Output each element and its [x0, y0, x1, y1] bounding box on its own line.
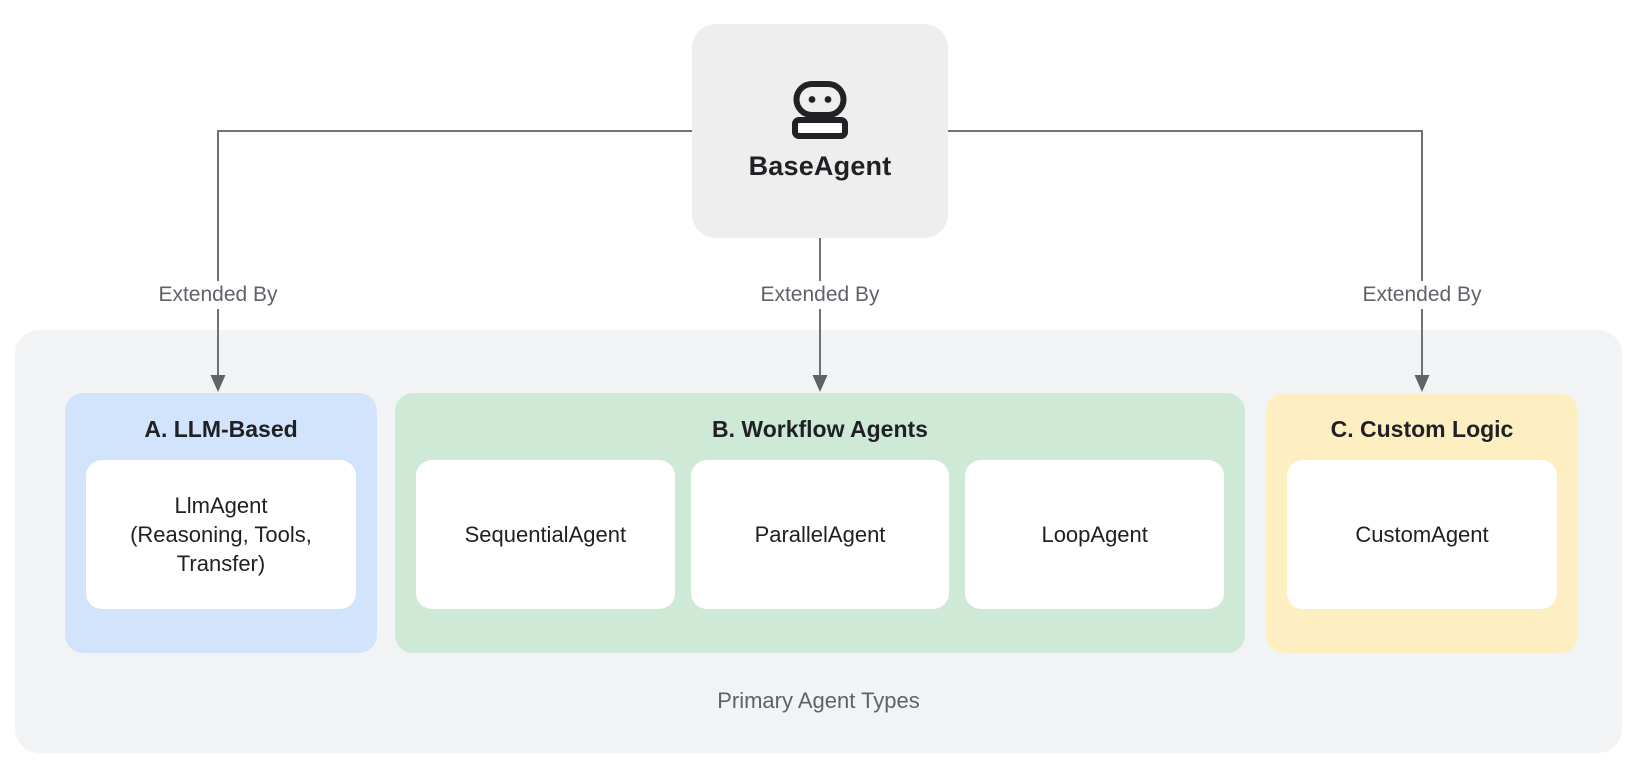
custom-agent-card: CustomAgent [1287, 460, 1557, 609]
edge-label-left: Extended By [148, 281, 288, 309]
group-llm-based-cards: LlmAgent (Reasoning, Tools, Transfer) [86, 460, 356, 609]
group-workflow-agents: B. Workflow Agents SequentialAgent Paral… [395, 393, 1245, 653]
primary-agent-types-panel: A. LLM-Based LlmAgent (Reasoning, Tools,… [15, 330, 1622, 753]
group-custom-logic-cards: CustomAgent [1287, 460, 1557, 609]
group-workflow-agents-cards: SequentialAgent ParallelAgent LoopAgent [416, 460, 1225, 609]
group-llm-based: A. LLM-Based LlmAgent (Reasoning, Tools,… [65, 393, 377, 653]
sequential-agent-card: SequentialAgent [416, 460, 675, 609]
base-agent-node: BaseAgent [692, 24, 948, 238]
panel-caption: Primary Agent Types [717, 688, 920, 713]
group-custom-logic-title: C. Custom Logic [1330, 416, 1514, 442]
group-llm-based-title: A. LLM-Based [144, 416, 298, 442]
robot-icon [792, 80, 848, 139]
edge-label-middle: Extended By [750, 281, 890, 309]
group-custom-logic: C. Custom Logic CustomAgent [1266, 393, 1578, 653]
llm-agent-card: LlmAgent (Reasoning, Tools, Transfer) [86, 460, 356, 609]
edge-label-right: Extended By [1352, 281, 1492, 309]
parallel-agent-card: ParallelAgent [690, 460, 950, 609]
loop-agent-card: LoopAgent [965, 460, 1225, 609]
group-workflow-agents-title: B. Workflow Agents [712, 416, 928, 442]
base-agent-label: BaseAgent [748, 150, 892, 181]
